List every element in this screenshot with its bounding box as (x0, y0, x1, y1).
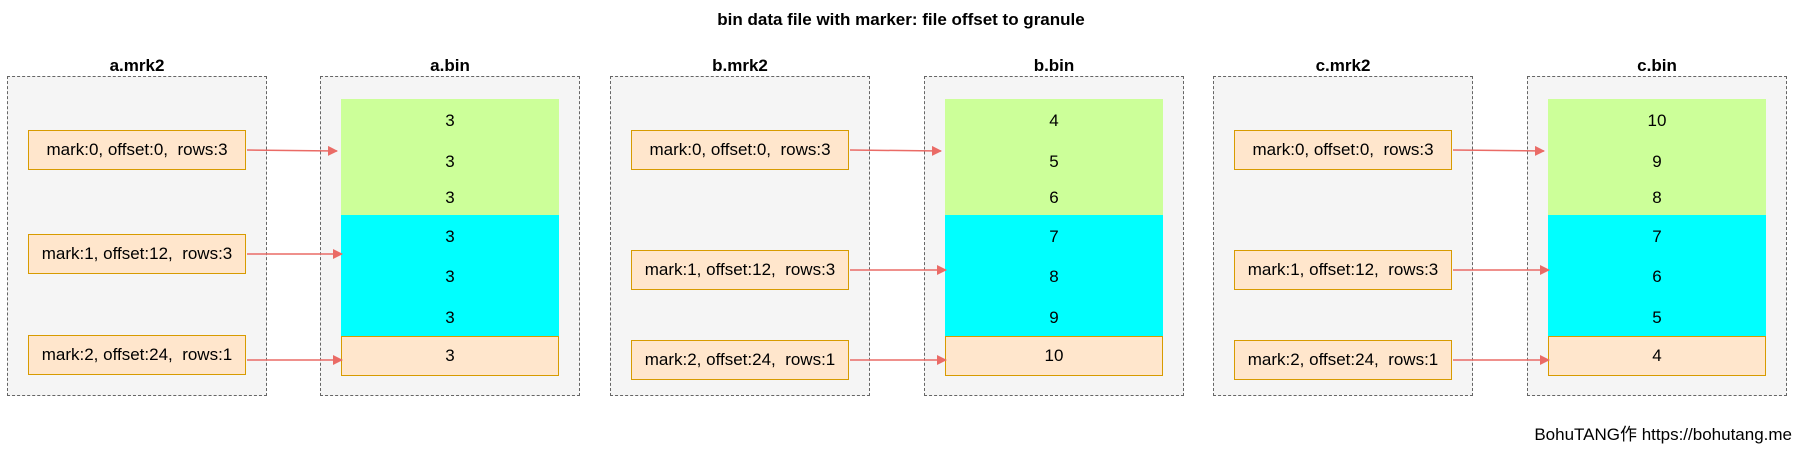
mrk-file-b: b.mrk2 mark:0, offset:0, rows:3 mark:1, … (610, 56, 870, 396)
granule-2: 3 (341, 336, 559, 376)
mrk-file-c: c.mrk2 mark:0, offset:0, rows:3 mark:1, … (1213, 56, 1473, 396)
row-value: 3 (445, 188, 455, 207)
row-value: 3 (445, 152, 455, 171)
row-value: 6 (1652, 267, 1662, 286)
row-value: 7 (1049, 227, 1059, 246)
bin-file-label: a.bin (430, 56, 470, 75)
arrow-c-mark0 (1452, 145, 1545, 156)
mark-entry-1: mark:1, offset:12, rows:3 (28, 234, 246, 274)
mark-entry-1: mark:1, offset:12, rows:3 (1234, 250, 1452, 290)
row-value: 4 (1652, 346, 1662, 365)
row-value: 8 (1652, 188, 1662, 207)
row-value: 4 (1049, 111, 1059, 130)
mark-entry-1: mark:1, offset:12, rows:3 (631, 250, 849, 290)
author-credit: BohuTANG作 https://bohutang.me (1534, 425, 1792, 444)
row-value: 3 (445, 308, 455, 327)
arrow-b-mark0 (849, 145, 942, 156)
mrk-file-label: a.mrk2 (109, 56, 165, 75)
mark-entry-0: mark:0, offset:0, rows:3 (1234, 130, 1452, 170)
diagram-title: bin data file with marker: file offset t… (717, 10, 1085, 29)
granule-1: 3 3 3 (341, 215, 559, 336)
row-value: 10 (1647, 111, 1667, 130)
granule-0: 10 9 8 (1548, 99, 1766, 215)
row-value: 3 (445, 227, 455, 246)
row-value: 7 (1652, 227, 1662, 246)
bin-file-b: b.bin 4 5 6 7 8 9 10 (924, 56, 1184, 396)
row-value: 3 (445, 111, 455, 130)
granule-2: 4 (1548, 336, 1766, 376)
mark-entry-2: mark:2, offset:24, rows:1 (631, 340, 849, 380)
mark-entry-2: mark:2, offset:24, rows:1 (1234, 340, 1452, 380)
granule-2: 10 (945, 336, 1163, 376)
mark-entry-0: mark:0, offset:0, rows:3 (28, 130, 246, 170)
mark-entry-0: mark:0, offset:0, rows:3 (631, 130, 849, 170)
row-value: 9 (1652, 152, 1662, 171)
mrk-file-label: c.mrk2 (1315, 56, 1371, 75)
bin-file-c: c.bin 10 9 8 7 6 5 4 (1527, 56, 1787, 396)
granule-1: 7 8 9 (945, 215, 1163, 336)
mrk-file-a: a.mrk2 mark:0, offset:0, rows:3 mark:1, … (7, 56, 267, 396)
granule-0: 4 5 6 (945, 99, 1163, 215)
row-value: 5 (1652, 308, 1662, 327)
row-value: 8 (1049, 267, 1059, 286)
row-value: 3 (445, 267, 455, 286)
granule-0: 3 3 3 (341, 99, 559, 215)
granule-1: 7 6 5 (1548, 215, 1766, 336)
row-value: 3 (445, 346, 455, 365)
row-value: 9 (1049, 308, 1059, 327)
mrk-file-label: b.mrk2 (712, 56, 768, 75)
row-value: 6 (1049, 188, 1059, 207)
row-value: 10 (1044, 346, 1064, 365)
bin-file-a: a.bin 3 3 3 3 3 3 3 (320, 56, 580, 396)
arrow-a-mark0 (246, 145, 338, 156)
bin-file-label: c.bin (1637, 56, 1677, 75)
mark-entry-2: mark:2, offset:24, rows:1 (28, 335, 246, 375)
row-value: 5 (1049, 152, 1059, 171)
bin-file-label: b.bin (1033, 56, 1075, 75)
